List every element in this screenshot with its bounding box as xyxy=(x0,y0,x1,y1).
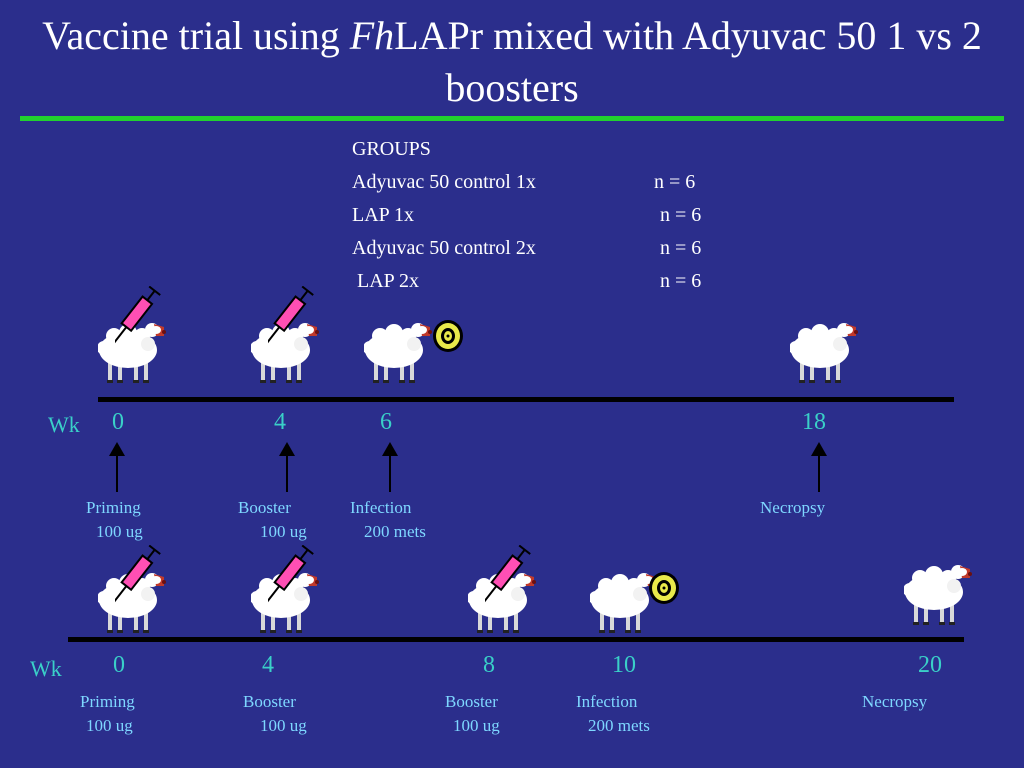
timeline-2-week: 8 xyxy=(483,652,495,678)
sheep-icon xyxy=(790,323,858,383)
timeline-2-wk-label: Wk xyxy=(30,656,62,681)
fluke-egg-icon xyxy=(649,572,679,604)
event-name: Booster xyxy=(243,692,296,711)
event-dose: 100 ug xyxy=(96,522,143,541)
timeline-1-axis xyxy=(98,397,954,402)
timeline-2-week: 20 xyxy=(918,652,942,678)
event-name: Booster xyxy=(445,692,498,711)
event-name: Infection xyxy=(350,498,412,517)
timeline-1-event: Necropsy xyxy=(760,496,825,520)
timeline-2-week: 10 xyxy=(612,652,636,678)
group-count: n = 6 xyxy=(660,204,702,226)
group-row: LAP 2x n = 6 xyxy=(352,265,701,298)
group-name: LAP 2x xyxy=(352,270,420,292)
group-count: n = 6 xyxy=(654,171,696,193)
syringe-icon xyxy=(115,286,162,348)
group-row: LAP 1x n = 6 xyxy=(352,199,701,232)
timeline-2-event: Booster 100 ug xyxy=(243,690,307,738)
event-name: Necropsy xyxy=(760,498,826,517)
timeline-2-event: Necropsy xyxy=(862,690,927,714)
timeline-1-event: Infection 200 mets xyxy=(350,496,426,544)
timeline-2-week: 4 xyxy=(262,652,274,678)
slide-title: Vaccine trial using FhLAPr mixed with Ad… xyxy=(42,13,982,110)
timeline-1-week: 4 xyxy=(274,409,286,435)
event-name: Booster xyxy=(238,498,291,517)
event-name: Priming xyxy=(86,498,141,517)
event-dose: 100 ug xyxy=(453,716,500,735)
timeline-1-arrow xyxy=(811,442,827,492)
timeline-2-event: Booster 100 ug xyxy=(445,690,500,738)
sheep-icon xyxy=(364,323,432,383)
timeline-1-week: 0 xyxy=(112,409,124,435)
group-row: Adyuvac 50 control 1x n = 6 xyxy=(352,166,695,199)
title-underline xyxy=(20,116,1004,121)
event-name: Priming xyxy=(80,692,135,711)
group-name: Adyuvac 50 control 2x xyxy=(352,237,536,259)
event-dose: 100 ug xyxy=(86,716,133,735)
event-dose: 100 ug xyxy=(260,522,307,541)
timeline-1-arrow xyxy=(109,442,125,492)
event-dose: 200 mets xyxy=(588,716,650,735)
fluke-egg-icon xyxy=(433,320,463,352)
timeline-2-week: 0 xyxy=(113,652,125,678)
group-name: Adyuvac 50 control 1x xyxy=(352,171,536,193)
groups-header: GROUPS xyxy=(352,138,431,160)
group-row: Adyuvac 50 control 2x n = 6 xyxy=(352,232,701,265)
sheep-icon xyxy=(904,565,972,625)
timeline-1-week: 6 xyxy=(380,409,392,435)
timeline-2-event: Priming 100 ug xyxy=(80,690,135,738)
timeline-2-event: Infection 200 mets xyxy=(576,690,650,738)
groups-list: GROUPS Adyuvac 50 control 1x n = 6 LAP 1… xyxy=(352,133,701,298)
syringe-icon xyxy=(115,545,162,607)
timeline-1-arrow xyxy=(382,442,398,492)
timeline-1-week: 18 xyxy=(802,409,826,435)
event-dose: 100 ug xyxy=(260,716,307,735)
group-name: LAP 1x xyxy=(352,204,415,226)
timeline-1-arrow xyxy=(279,442,295,492)
syringe-icon xyxy=(268,545,315,607)
timeline-1-event: Booster 100 ug xyxy=(238,496,307,544)
timeline-1-event: Priming 100 ug xyxy=(86,496,143,544)
group-count: n = 6 xyxy=(660,237,702,259)
syringe-icon xyxy=(268,286,315,348)
event-name: Necropsy xyxy=(862,692,928,711)
event-dose: 200 mets xyxy=(364,522,426,541)
group-count: n = 6 xyxy=(660,270,702,292)
timeline-2-axis xyxy=(68,637,964,642)
event-name: Infection xyxy=(576,692,638,711)
timeline-1-wk-label: Wk xyxy=(48,412,80,437)
syringe-icon xyxy=(485,545,532,607)
